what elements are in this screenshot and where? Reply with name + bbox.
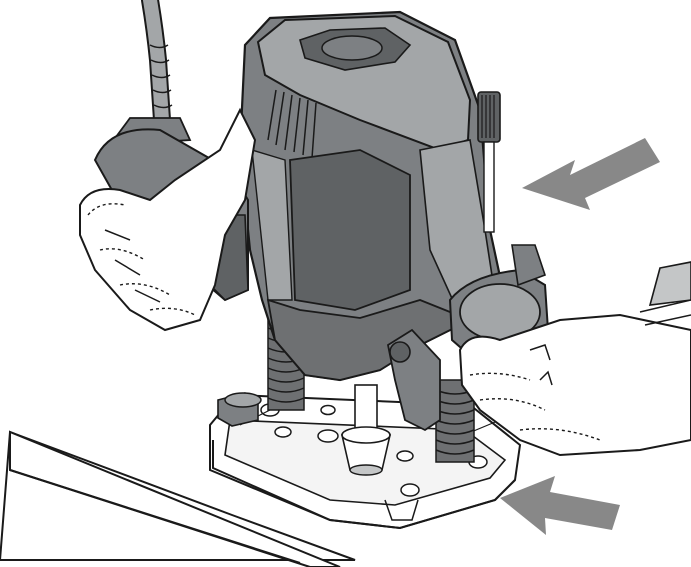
gloved-hand-icon bbox=[458, 261, 691, 457]
gloved-hand-icon bbox=[79, 107, 257, 332]
depth-stop-icon bbox=[217, 392, 262, 427]
depth-adjust-knob-icon bbox=[477, 91, 501, 233]
router-motor-icon bbox=[238, 10, 507, 382]
bit-icon bbox=[340, 384, 392, 476]
power-cord-icon bbox=[108, 0, 192, 147]
workpiece-board-icon bbox=[0, 430, 356, 567]
arrow-icon bbox=[500, 476, 620, 535]
arrow-icon bbox=[522, 138, 660, 210]
